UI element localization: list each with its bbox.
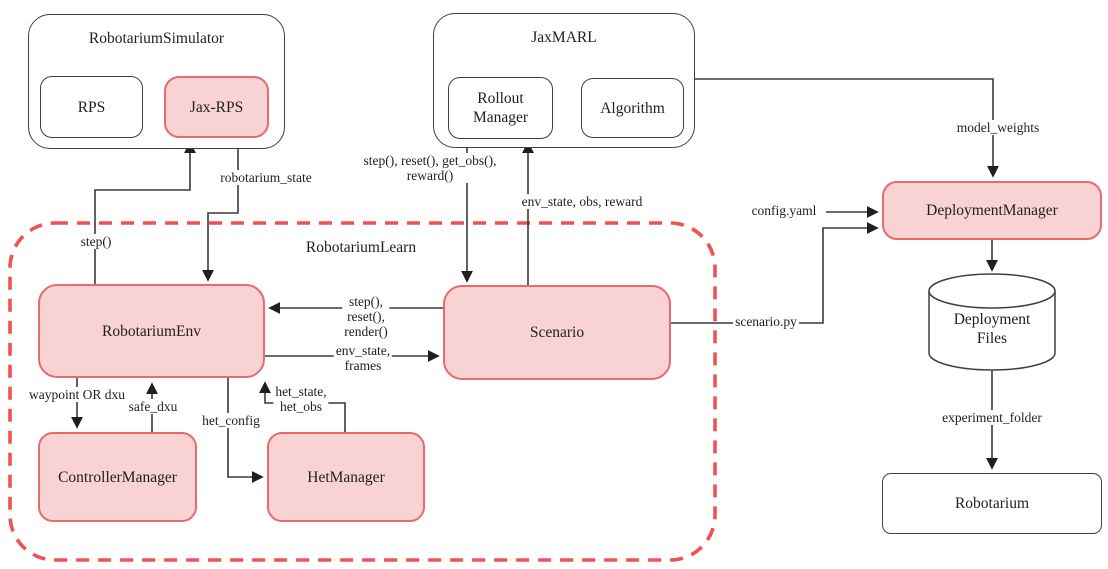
edge-label-het-state-obs: het_state, het_obs: [273, 384, 329, 414]
node-rps: RPS: [40, 76, 143, 138]
edge-label-env-state-frames: env_state, frames: [333, 343, 393, 373]
robotarium-learn-boundary: [8, 221, 717, 562]
node-deployment-manager: DeploymentManager: [882, 181, 1102, 240]
edge-label-rollout-calls: step(), reset(), get_obs(), reward(): [361, 153, 499, 183]
node-robotarium-env: RobotariumEnv: [38, 284, 265, 378]
node-algorithm: Algorithm: [581, 78, 684, 138]
edge-label-env-state-obs-reward: env_state, obs, reward: [519, 194, 645, 209]
edge-label-model-weights: model_weights: [954, 120, 1042, 135]
edge-label-step-sim: step(): [78, 234, 114, 249]
node-rollout-manager: Rollout Manager: [448, 77, 553, 139]
edge-het-config: [227, 378, 264, 483]
node-robotarium: Robotarium: [882, 473, 1102, 534]
edge-label-step-reset-render: step(), reset(), render(): [342, 294, 390, 339]
node-jax-rps: Jax-RPS: [164, 76, 269, 138]
group-robotarium-simulator: RobotariumSimulator RPS Jax-RPS: [28, 14, 285, 149]
edge-robotarium-state: [202, 138, 239, 282]
edge-label-robotarium-state: robotarium_state: [218, 170, 314, 185]
edge-label-het-config: het_config: [200, 413, 262, 428]
group-jaxmarl-title: JaxMARL: [531, 29, 597, 46]
deployment-files-cylinder: [928, 273, 1056, 371]
node-scenario: Scenario: [443, 285, 671, 380]
edge-label-experiment-folder: experiment_folder: [940, 410, 1044, 425]
node-deployment-files-label: Deployment Files: [953, 311, 1031, 347]
group-robotarium-simulator-title: RobotariumSimulator: [88, 30, 225, 47]
edge-model-weights: [695, 78, 999, 178]
edge-step-sim: [94, 141, 196, 284]
edge-scenario-py: [671, 222, 879, 324]
edge-label-scenario-py: scenario.py: [733, 314, 799, 329]
node-het-manager: HetManager: [267, 432, 425, 522]
group-jaxmarl: JaxMARL Rollout Manager Algorithm: [433, 13, 695, 148]
edge-label-waypoint-or-dxu: waypoint OR dxu: [27, 387, 127, 402]
edge-label-safe-dxu: safe_dxu: [126, 399, 180, 414]
group-robotarium-learn-title: RobotariumLearn: [305, 239, 417, 256]
edge-label-config-yaml: config.yaml: [749, 203, 819, 218]
node-controller-manager: ControllerManager: [38, 432, 197, 522]
